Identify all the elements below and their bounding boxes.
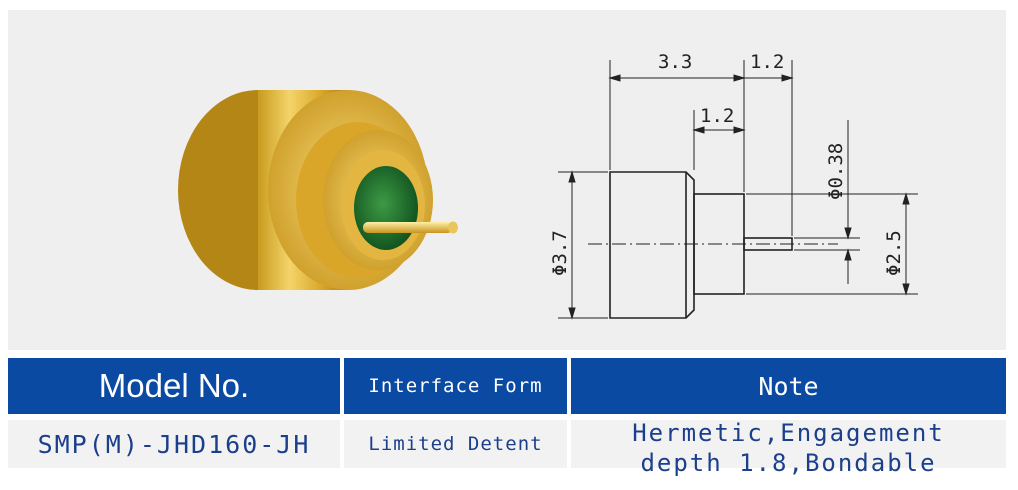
cell-note-text: Hermetic,Engagement depth 1.8,Bondable [632, 419, 945, 477]
dimension-drawing: 3.3 1.2 1.2 Φ0.38 Φ3.7 Φ2.5 [549, 51, 918, 320]
cell-model: SMP(M)-JHD160-JH [8, 420, 340, 468]
dim-step-length: 1.2 [700, 105, 734, 127]
cell-interface-form: Limited Detent [344, 420, 567, 468]
dim-body-diameter: Φ3.7 [549, 230, 571, 276]
body-outline [609, 171, 695, 319]
header-model: Model No. [8, 358, 340, 414]
cell-note: Hermetic,Engagement depth 1.8,Bondable [571, 419, 1006, 477]
header-interface-form: Interface Form [344, 358, 567, 414]
dim-pin-length: 1.2 [750, 51, 784, 73]
dim-step-diameter: Φ2.5 [883, 230, 905, 276]
dim-total-length: 3.3 [658, 51, 692, 73]
figure-panel: 3.3 1.2 1.2 Φ0.38 Φ3.7 Φ2.5 [8, 10, 1006, 350]
header-note: Note [571, 358, 1006, 414]
dim-pin-diameter: Φ0.38 [825, 143, 847, 200]
connector-photo [178, 90, 458, 290]
